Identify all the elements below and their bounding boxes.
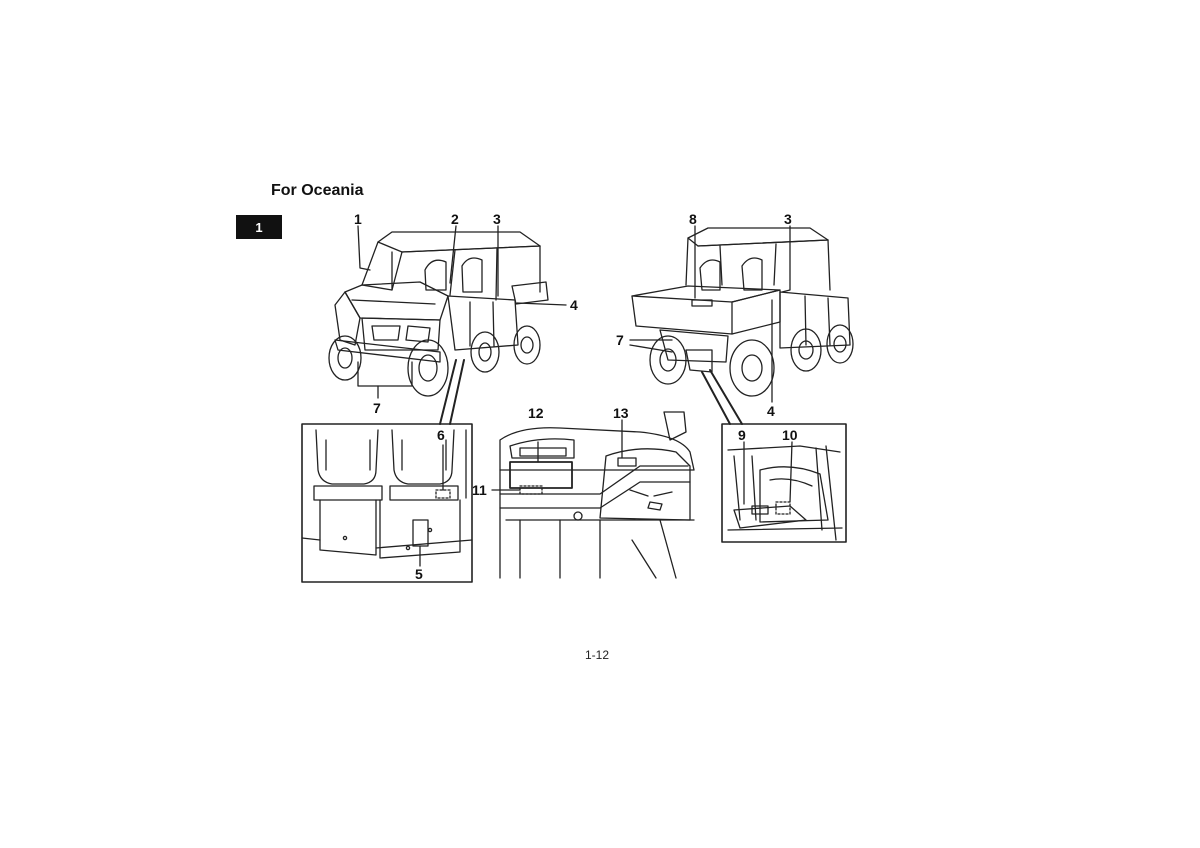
callout-2: 2: [451, 211, 459, 227]
vehicle-rear-view: [631, 227, 854, 397]
callout-6: 6: [437, 427, 445, 443]
callout-10: 10: [782, 427, 798, 443]
callout-4-rear: 4: [767, 403, 775, 419]
callout-9: 9: [738, 427, 746, 443]
page-number: 1-12: [585, 648, 610, 662]
callout-11: 11: [472, 482, 487, 498]
callout-7-rear: 7: [616, 332, 624, 348]
chapter-tab: 1: [236, 215, 282, 239]
callout-12: 12: [528, 405, 544, 421]
callout-1: 1: [354, 211, 362, 227]
callout-3-rear: 3: [784, 211, 792, 227]
section-title: For Oceania: [271, 182, 364, 199]
callout-7: 7: [373, 400, 381, 416]
detail-seats: [301, 423, 473, 583]
detail-dashboard: [491, 411, 695, 579]
callout-8: 8: [689, 211, 697, 227]
callout-3: 3: [493, 211, 501, 227]
callout-4: 4: [570, 297, 578, 313]
leader-lines-rear: [629, 225, 791, 425]
callout-13: 13: [613, 405, 629, 421]
vehicle-front-view: [328, 231, 549, 397]
detail-hitch: [721, 423, 847, 543]
leader-lines-front: [357, 225, 567, 425]
callout-5: 5: [415, 566, 423, 582]
